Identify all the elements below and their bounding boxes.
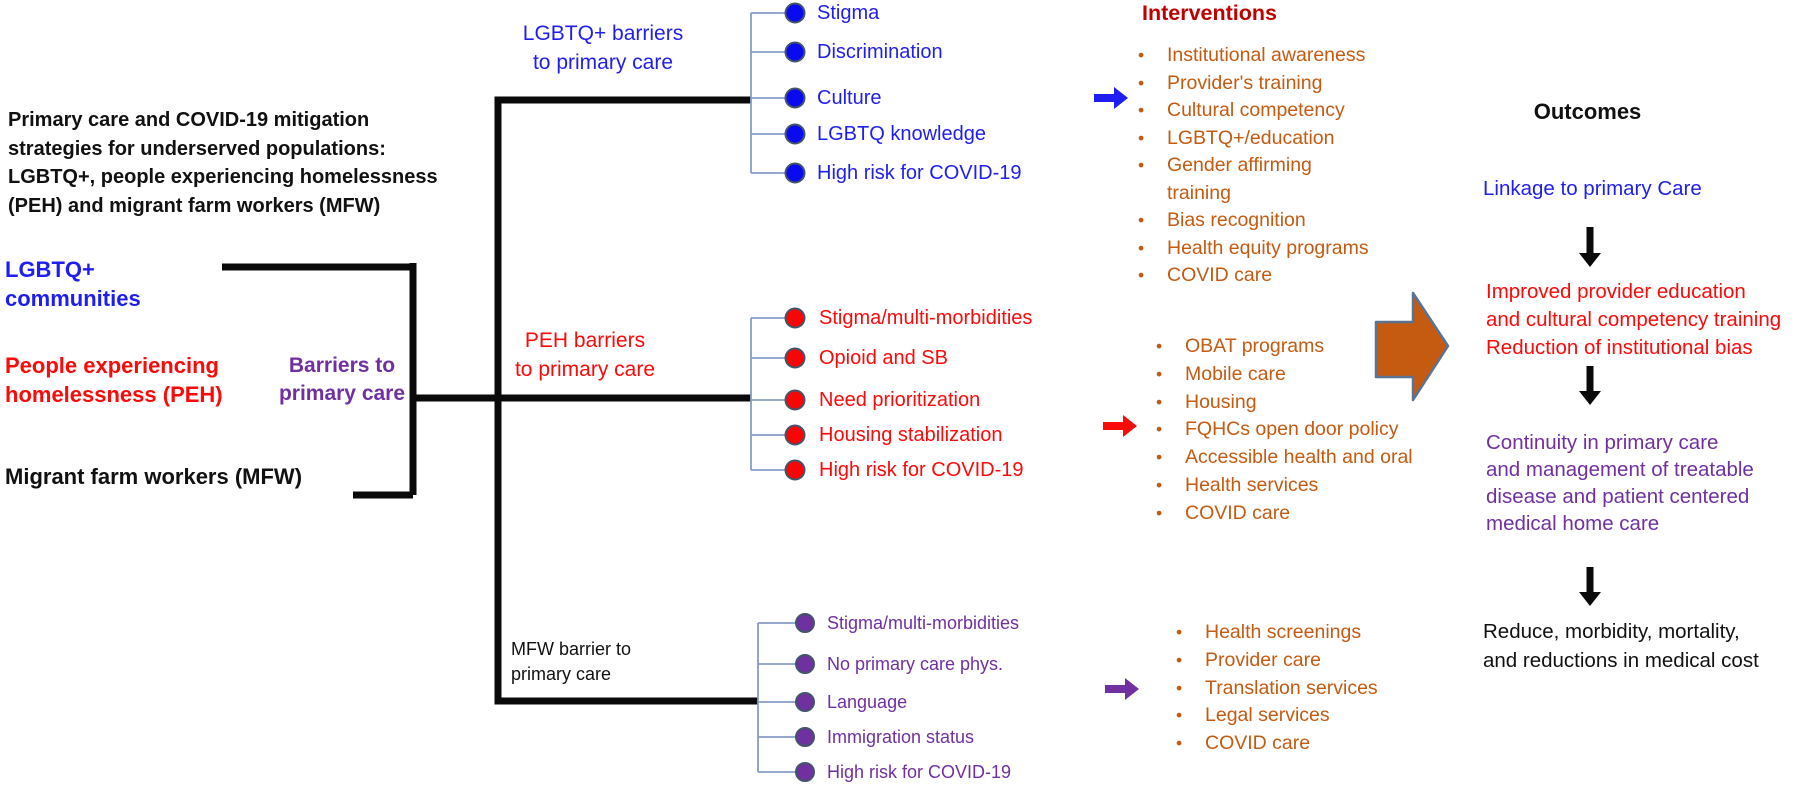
lgbtq-subtree-connectors — [750, 12, 787, 174]
down-arrow-icon — [1579, 366, 1601, 405]
intervention-item: Health screenings — [1176, 619, 1378, 647]
mfw-barrier-item: No primary care phys. — [827, 654, 1004, 674]
node-dot — [784, 307, 806, 329]
lgbtq-barriers-label: LGBTQ+ barriers to primary care — [522, 22, 684, 74]
node-dot — [784, 87, 806, 109]
intervention-item: Institutional awareness — [1138, 42, 1369, 70]
peh-subtree-connectors — [750, 317, 787, 471]
purple-right-arrow-icon — [1105, 678, 1139, 700]
intervention-item: Provider's training — [1138, 70, 1369, 98]
lgbtq-barrier-item: Culture — [817, 87, 882, 109]
intervention-item: Health services — [1156, 472, 1413, 500]
intervention-item: Provider care — [1176, 647, 1378, 675]
node-dot — [784, 389, 806, 411]
node-dot — [795, 727, 815, 747]
peh-barrier-item: High risk for COVID-19 — [819, 459, 1024, 481]
intervention-item: COVID care — [1176, 730, 1378, 758]
intervention-item: COVID care — [1156, 500, 1413, 528]
intervention-item: COVID care — [1138, 262, 1369, 290]
intervention-item: OBAT programs — [1156, 333, 1413, 361]
mfw-subtree-connectors — [757, 622, 797, 773]
peh-barrier-item: Housing stabilization — [819, 424, 1003, 446]
interventions-group-mfw: Health screenings Provider care Translat… — [1176, 619, 1378, 758]
node-dot — [784, 347, 806, 369]
outcomes-heading: Outcomes — [1533, 99, 1642, 124]
down-arrow-icon — [1579, 227, 1601, 267]
mfw-barrier-item: Immigration status — [827, 727, 975, 747]
peh-barriers-label: PEH barriers to primary care — [514, 329, 656, 381]
lgbtq-node-dots — [784, 2, 806, 184]
lgbtq-barrier-item: Stigma — [817, 2, 880, 24]
peh-node-dots — [784, 307, 806, 481]
intervention-item: Gender affirming training — [1138, 152, 1369, 207]
node-dot — [795, 692, 815, 712]
interventions-heading: Interventions — [1142, 1, 1277, 25]
peh-barrier-item: Need prioritization — [819, 389, 981, 411]
node-dot — [795, 613, 815, 633]
node-dot — [784, 41, 806, 63]
interventions-group-lgbtq: Institutional awareness Provider's train… — [1138, 42, 1369, 290]
figure-title: Primary care and COVID-19 mitigation str… — [8, 109, 438, 217]
peh-barrier-item: Stigma/multi-morbidities — [819, 307, 1033, 329]
outcome-step-continuity: Continuity in primary care and managemen… — [1486, 431, 1754, 535]
node-dot — [795, 654, 815, 674]
intervention-item: Housing — [1156, 389, 1413, 417]
lgbtq-barrier-item: Discrimination — [817, 41, 943, 63]
outcome-step-reduce-morbidity: Reduce, morbidity, mortality, and reduct… — [1483, 620, 1759, 672]
mfw-barrier-item: Language — [827, 692, 908, 712]
outcome-step-provider-education: Improved provider education and cultural… — [1486, 280, 1782, 359]
mfw-barrier-item: Stigma/multi-morbidities — [827, 613, 1020, 633]
lgbtq-barrier-item: High risk for COVID-19 — [817, 162, 1022, 184]
populations-bracket — [222, 263, 417, 499]
intervention-item: Cultural competency — [1138, 97, 1369, 125]
mfw-barrier-label: MFW barrier to primary care — [511, 639, 632, 684]
node-dot — [784, 123, 806, 145]
red-right-arrow-icon — [1103, 415, 1137, 437]
intervention-item: Accessible health and oral — [1156, 444, 1413, 472]
node-dot — [784, 2, 806, 24]
node-dot — [784, 424, 806, 446]
intervention-item: Bias recognition — [1138, 207, 1369, 235]
mfw-node-dots — [795, 613, 815, 782]
intervention-item: LGBTQ+/education — [1138, 125, 1369, 153]
population-mfw: Migrant farm workers (MFW) — [5, 464, 303, 489]
node-dot — [784, 162, 806, 184]
outcome-step-linkage: Linkage to primary Care — [1483, 177, 1702, 200]
interventions-group-peh: OBAT programs Mobile care Housing FQHCs … — [1156, 333, 1413, 528]
population-lgbtq: LGBTQ+ communities — [5, 257, 141, 311]
mfw-barrier-item: High risk for COVID-19 — [827, 762, 1012, 782]
intervention-item: Mobile care — [1156, 361, 1413, 389]
peh-barrier-item: Opioid and SB — [819, 347, 948, 369]
down-arrow-icon — [1579, 567, 1601, 606]
lgbtq-barrier-item: LGBTQ knowledge — [817, 123, 986, 145]
blue-right-arrow-icon — [1094, 87, 1128, 109]
population-peh: People experiencing homelessness (PEH) — [5, 353, 223, 407]
intervention-item: Legal services — [1176, 702, 1378, 730]
node-dot — [784, 459, 806, 481]
intervention-item: FQHCs open door policy — [1156, 416, 1413, 444]
barriers-to-primary-care-label: Barriers to primary care — [278, 354, 406, 405]
intervention-item: Translation services — [1176, 675, 1378, 703]
intervention-item: Health equity programs — [1138, 235, 1369, 263]
node-dot — [795, 762, 815, 782]
